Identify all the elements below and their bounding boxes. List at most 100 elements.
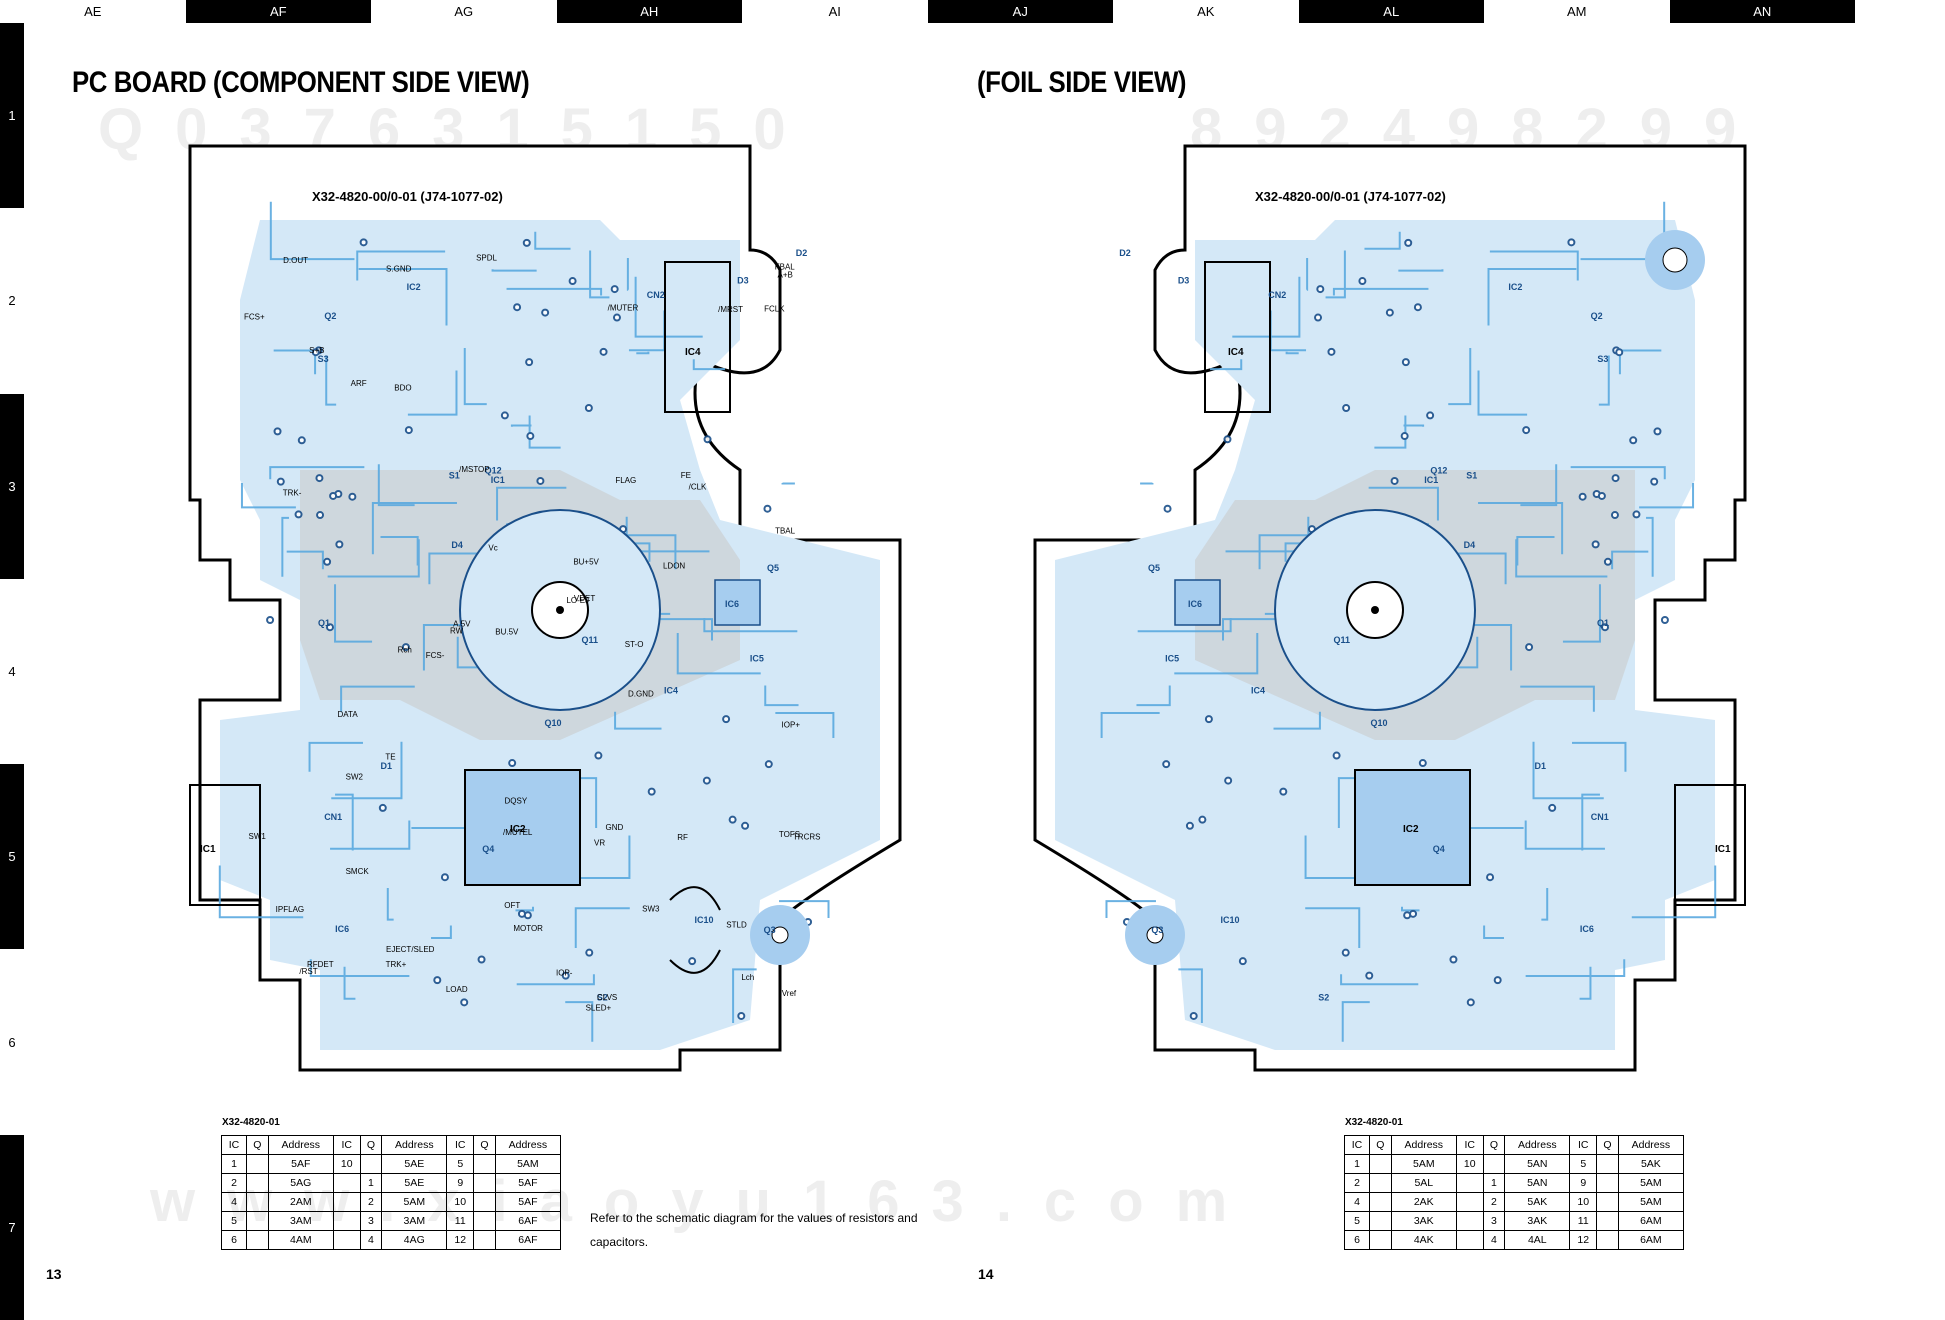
test-point-label: ARF	[351, 379, 367, 388]
table-cell: 12	[1569, 1230, 1598, 1250]
test-point-pad	[276, 477, 285, 486]
column-label-ag: AG	[371, 0, 557, 23]
table-cell	[473, 1154, 496, 1174]
ic2-outline	[464, 769, 581, 886]
test-point-label: BDO	[394, 384, 411, 393]
test-point-pad	[1403, 911, 1412, 920]
row-label-1: 1	[0, 23, 24, 209]
test-point-label: SLED+	[586, 1003, 612, 1012]
test-point-label: FBAL	[775, 263, 796, 272]
component-label: IC2	[407, 282, 421, 292]
test-point-pad	[1578, 492, 1587, 501]
test-point-pad	[1632, 510, 1641, 519]
table-header-cell: Q	[473, 1135, 496, 1155]
table-cell: 5AM	[1617, 1192, 1685, 1212]
component-label: D3	[1178, 276, 1190, 286]
table-cell: 4	[1482, 1230, 1506, 1250]
left-table-caption: X32-4820-01	[222, 1117, 280, 1128]
test-point-label: TRK-	[283, 488, 302, 497]
test-point-pad	[477, 955, 486, 964]
test-point-label: /MRST	[718, 305, 743, 314]
copper-trace	[1541, 887, 1549, 921]
component-label: D2	[796, 248, 808, 258]
test-point-label: SW3	[642, 904, 660, 913]
copper-trace	[334, 584, 373, 643]
copper-trace	[1136, 685, 1171, 707]
component-label: CN2	[647, 290, 665, 300]
component-label: Q11	[1334, 635, 1351, 645]
table-cell	[1369, 1230, 1392, 1250]
pc-board-foil-side: IC4 IC2 IC1 IC6 IC4IC5IC6IC2IC1IC10CN1CN…	[1033, 144, 1747, 1072]
table-cell	[1596, 1173, 1619, 1193]
copper-trace	[1489, 250, 1579, 281]
test-point-pad	[1449, 955, 1458, 964]
row-label-6: 6	[0, 949, 24, 1135]
component-label: S3	[318, 354, 329, 364]
copper-trace	[463, 347, 487, 406]
table-header-cell: Address	[1504, 1135, 1571, 1155]
table-cell: 4AL	[1504, 1230, 1571, 1250]
copper-trace	[732, 968, 757, 1023]
ic2-label: IC2	[1403, 824, 1419, 835]
component-label: Q3	[764, 925, 776, 935]
ic6-outline	[1174, 579, 1221, 626]
test-point-pad	[1400, 432, 1409, 441]
copper-trace	[1525, 959, 1626, 978]
table-cell	[1455, 1211, 1484, 1231]
table-cell: 6AF	[494, 1211, 562, 1231]
ic6-label: IC6	[1188, 599, 1202, 609]
copper-trace	[775, 712, 835, 738]
copper-trace	[491, 269, 537, 272]
test-point-pad	[1660, 615, 1669, 624]
copper-trace	[1140, 482, 1154, 485]
test-point-pad	[1597, 491, 1606, 500]
table-cell	[1596, 1192, 1619, 1212]
test-point-label: /RST	[299, 967, 317, 976]
test-point-label: S+B	[309, 346, 324, 355]
test-point-pad	[541, 308, 550, 317]
test-point-pad	[329, 491, 338, 500]
copper-trace	[377, 464, 415, 507]
test-point-pad	[1238, 957, 1247, 966]
table-cell	[1596, 1154, 1619, 1174]
test-point-label: Rch	[398, 646, 412, 655]
copper-trace	[1639, 482, 1695, 509]
table-cell	[1596, 1211, 1619, 1231]
test-point-pad	[599, 347, 608, 356]
table-header-cell: Address	[1617, 1135, 1685, 1155]
test-point-pad	[348, 492, 357, 501]
component-label: CN1	[324, 812, 342, 822]
test-point-label: FCS+	[244, 313, 265, 322]
table-cell	[1455, 1192, 1484, 1212]
table-header-cell: IC	[1569, 1135, 1598, 1155]
copper-trace	[1258, 534, 1310, 570]
table-header-cell: Q	[246, 1135, 269, 1155]
copper-trace	[781, 482, 795, 485]
copper-trace	[340, 685, 415, 712]
copper-trace	[764, 685, 799, 707]
test-point-pad	[1390, 476, 1399, 485]
copper-trace	[574, 907, 630, 948]
copper-trace	[386, 887, 394, 921]
test-point-label: IPFLAG	[276, 905, 304, 914]
test-point-label: SW2	[346, 772, 364, 781]
table-cell: 5AM	[1617, 1173, 1685, 1193]
test-point-label: GND	[605, 823, 623, 832]
column-label-af: AF	[185, 0, 371, 23]
test-point-label: Lch	[741, 973, 754, 982]
component-label: Q1	[1597, 618, 1609, 628]
copper-trace	[1478, 502, 1564, 555]
test-point-label: BU+5V	[573, 558, 599, 567]
table-header-cell: Q	[1369, 1135, 1392, 1155]
test-point-pad	[401, 643, 410, 652]
table-cell: 4	[1343, 1192, 1371, 1212]
test-point-pad	[359, 238, 368, 247]
